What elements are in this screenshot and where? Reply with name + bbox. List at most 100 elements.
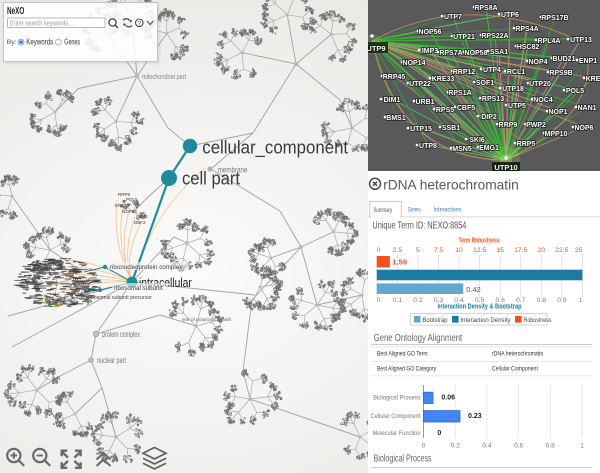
svg-text:0.5: 0.5: [475, 297, 485, 304]
svg-text:ribosomal subunit: ribosomal subunit: [114, 285, 163, 292]
svg-text:RRP9: RRP9: [499, 122, 518, 129]
svg-text:1.59: 1.59: [392, 258, 407, 267]
svg-text:Unique Term ID: NEXO:8854: Unique Term ID: NEXO:8854: [372, 220, 466, 231]
svg-text:7.5: 7.5: [434, 247, 444, 254]
svg-text:ribosomal subunit precursor: ribosomal subunit precursor: [88, 295, 152, 301]
svg-text:UTP5: UTP5: [508, 103, 526, 110]
svg-text:cellular_component: cellular_component: [202, 137, 348, 159]
svg-text:SOF1: SOF1: [476, 80, 494, 87]
svg-text:protein complex: protein complex: [102, 330, 140, 339]
svg-text:25: 25: [575, 247, 583, 254]
svg-text:RRP9: RRP9: [118, 192, 131, 197]
svg-text:NOP6: NOP6: [574, 125, 593, 132]
svg-text:NOP58: NOP58: [122, 209, 137, 214]
svg-text:RPS4A: RPS4A: [515, 26, 538, 33]
svg-text:0.42: 0.42: [466, 285, 481, 294]
svg-text:Biological Process: Biological Process: [373, 395, 421, 402]
svg-text:By:: By:: [7, 39, 17, 46]
svg-text:0.2: 0.2: [451, 443, 460, 450]
svg-text:RPL4A: RPL4A: [538, 38, 561, 45]
svg-text:UTP9: UTP9: [368, 44, 386, 53]
svg-text:PWP2: PWP2: [526, 122, 546, 129]
svg-text:Summary: Summary: [374, 207, 393, 214]
svg-text:DBF2: DBF2: [134, 220, 146, 225]
svg-text:RPS13: RPS13: [482, 96, 504, 103]
svg-text:MPP10: MPP10: [545, 131, 568, 138]
svg-text:RPS17B: RPS17B: [541, 15, 568, 22]
svg-text:Enter search keywords...: Enter search keywords...: [10, 20, 73, 27]
svg-text:RPS5: RPS5: [436, 107, 454, 114]
svg-text:RPS9B: RPS9B: [549, 70, 572, 77]
svg-text:20: 20: [538, 247, 546, 254]
svg-text:NOP4: NOP4: [528, 59, 547, 66]
svg-text:UTP10: UTP10: [494, 163, 517, 171]
svg-text:mitochondrial part: mitochondrial part: [142, 72, 187, 81]
svg-text:0: 0: [437, 430, 441, 437]
svg-text:1: 1: [579, 297, 583, 304]
svg-text:rDNA heterochromatin: rDNA heterochromatin: [383, 177, 519, 193]
svg-text:0.6: 0.6: [495, 297, 505, 304]
svg-text:UTP22: UTP22: [409, 81, 431, 88]
svg-text:10: 10: [455, 247, 463, 254]
svg-text:UTP18: UTP18: [502, 86, 524, 93]
svg-text:NOP14: NOP14: [403, 60, 426, 67]
svg-text:0.4: 0.4: [482, 443, 491, 450]
svg-text:Genes: Genes: [408, 207, 422, 214]
svg-text:RRP12: RRP12: [453, 69, 476, 76]
svg-text:rDNA heterochromatin: rDNA heterochromatin: [492, 351, 544, 358]
svg-text:RPS1A: RPS1A: [448, 90, 471, 97]
svg-text:22.5: 22.5: [555, 247, 568, 254]
svg-text:0: 0: [377, 297, 381, 304]
svg-text:Gene Ontology Alignment: Gene Ontology Alignment: [374, 332, 463, 344]
svg-text:Interaction Density & Bootstra: Interaction Density & Bootstrap: [438, 301, 522, 310]
svg-text:0.23: 0.23: [468, 413, 482, 420]
svg-text:SKI6: SKI6: [469, 137, 485, 144]
svg-text:CBF5: CBF5: [457, 105, 475, 112]
svg-text:Cellular Component: Cellular Component: [371, 413, 421, 420]
svg-text:BUD21: BUD21: [553, 56, 576, 63]
svg-text:?: ?: [137, 20, 141, 27]
svg-text:NOC4: NOC4: [533, 97, 553, 104]
svg-text:UTP4: UTP4: [483, 67, 501, 74]
svg-text:MSN5: MSN5: [452, 146, 472, 153]
svg-text:RPS7A: RPS7A: [439, 50, 462, 57]
svg-text:IMP3: IMP3: [422, 48, 438, 55]
svg-text:0: 0: [377, 247, 381, 254]
svg-text:UTP7: UTP7: [444, 14, 462, 21]
svg-text:EMG1: EMG1: [479, 145, 499, 152]
svg-text:KRE: KRE: [586, 76, 600, 83]
svg-text:HSC82: HSC82: [517, 44, 540, 51]
svg-text:17.5: 17.5: [514, 247, 527, 254]
svg-text:ENP1: ENP1: [579, 58, 597, 65]
svg-text:URB1: URB1: [415, 99, 434, 106]
svg-text:membrane: membrane: [218, 165, 248, 174]
svg-text:Interactions: Interactions: [434, 207, 462, 214]
svg-text:RPS8A: RPS8A: [474, 5, 497, 12]
svg-text:5: 5: [416, 247, 420, 254]
svg-text:Best Aligned GO Term: Best Aligned GO Term: [377, 351, 428, 358]
svg-text:Genes: Genes: [64, 38, 80, 47]
svg-text:0.8: 0.8: [537, 297, 547, 304]
svg-text:ribonucleoprotein complex: ribonucleoprotein complex: [110, 264, 183, 271]
svg-text:0.3: 0.3: [434, 297, 444, 304]
svg-text:cell part: cell part: [182, 168, 240, 189]
svg-text:POL5: POL5: [566, 88, 584, 95]
svg-text:0.1: 0.1: [393, 297, 403, 304]
svg-text:Keywords: Keywords: [26, 38, 53, 47]
svg-text:nuclear part: nuclear part: [97, 356, 127, 365]
svg-text:NAN1: NAN1: [577, 105, 596, 112]
svg-text:Cellular Component: Cellular Component: [492, 365, 538, 372]
svg-text:UTP21: UTP21: [453, 34, 475, 41]
svg-text:2.5: 2.5: [393, 247, 403, 254]
svg-text:RRP5: RRP5: [517, 141, 536, 148]
svg-text:KRE33: KRE33: [432, 76, 455, 83]
svg-text:UTP8: UTP8: [419, 143, 437, 150]
svg-text:Interaction Density: Interaction Density: [461, 317, 512, 324]
svg-text:NOP56: NOP56: [419, 29, 442, 36]
svg-text:Term Robustness: Term Robustness: [459, 238, 500, 245]
svg-text:SSA1: SSA1: [490, 49, 508, 56]
svg-text:UTP13: UTP13: [570, 37, 592, 44]
svg-text:DIM1: DIM1: [384, 97, 401, 104]
svg-text:0.9: 0.9: [557, 297, 567, 304]
svg-text:NOP58: NOP58: [465, 50, 488, 57]
